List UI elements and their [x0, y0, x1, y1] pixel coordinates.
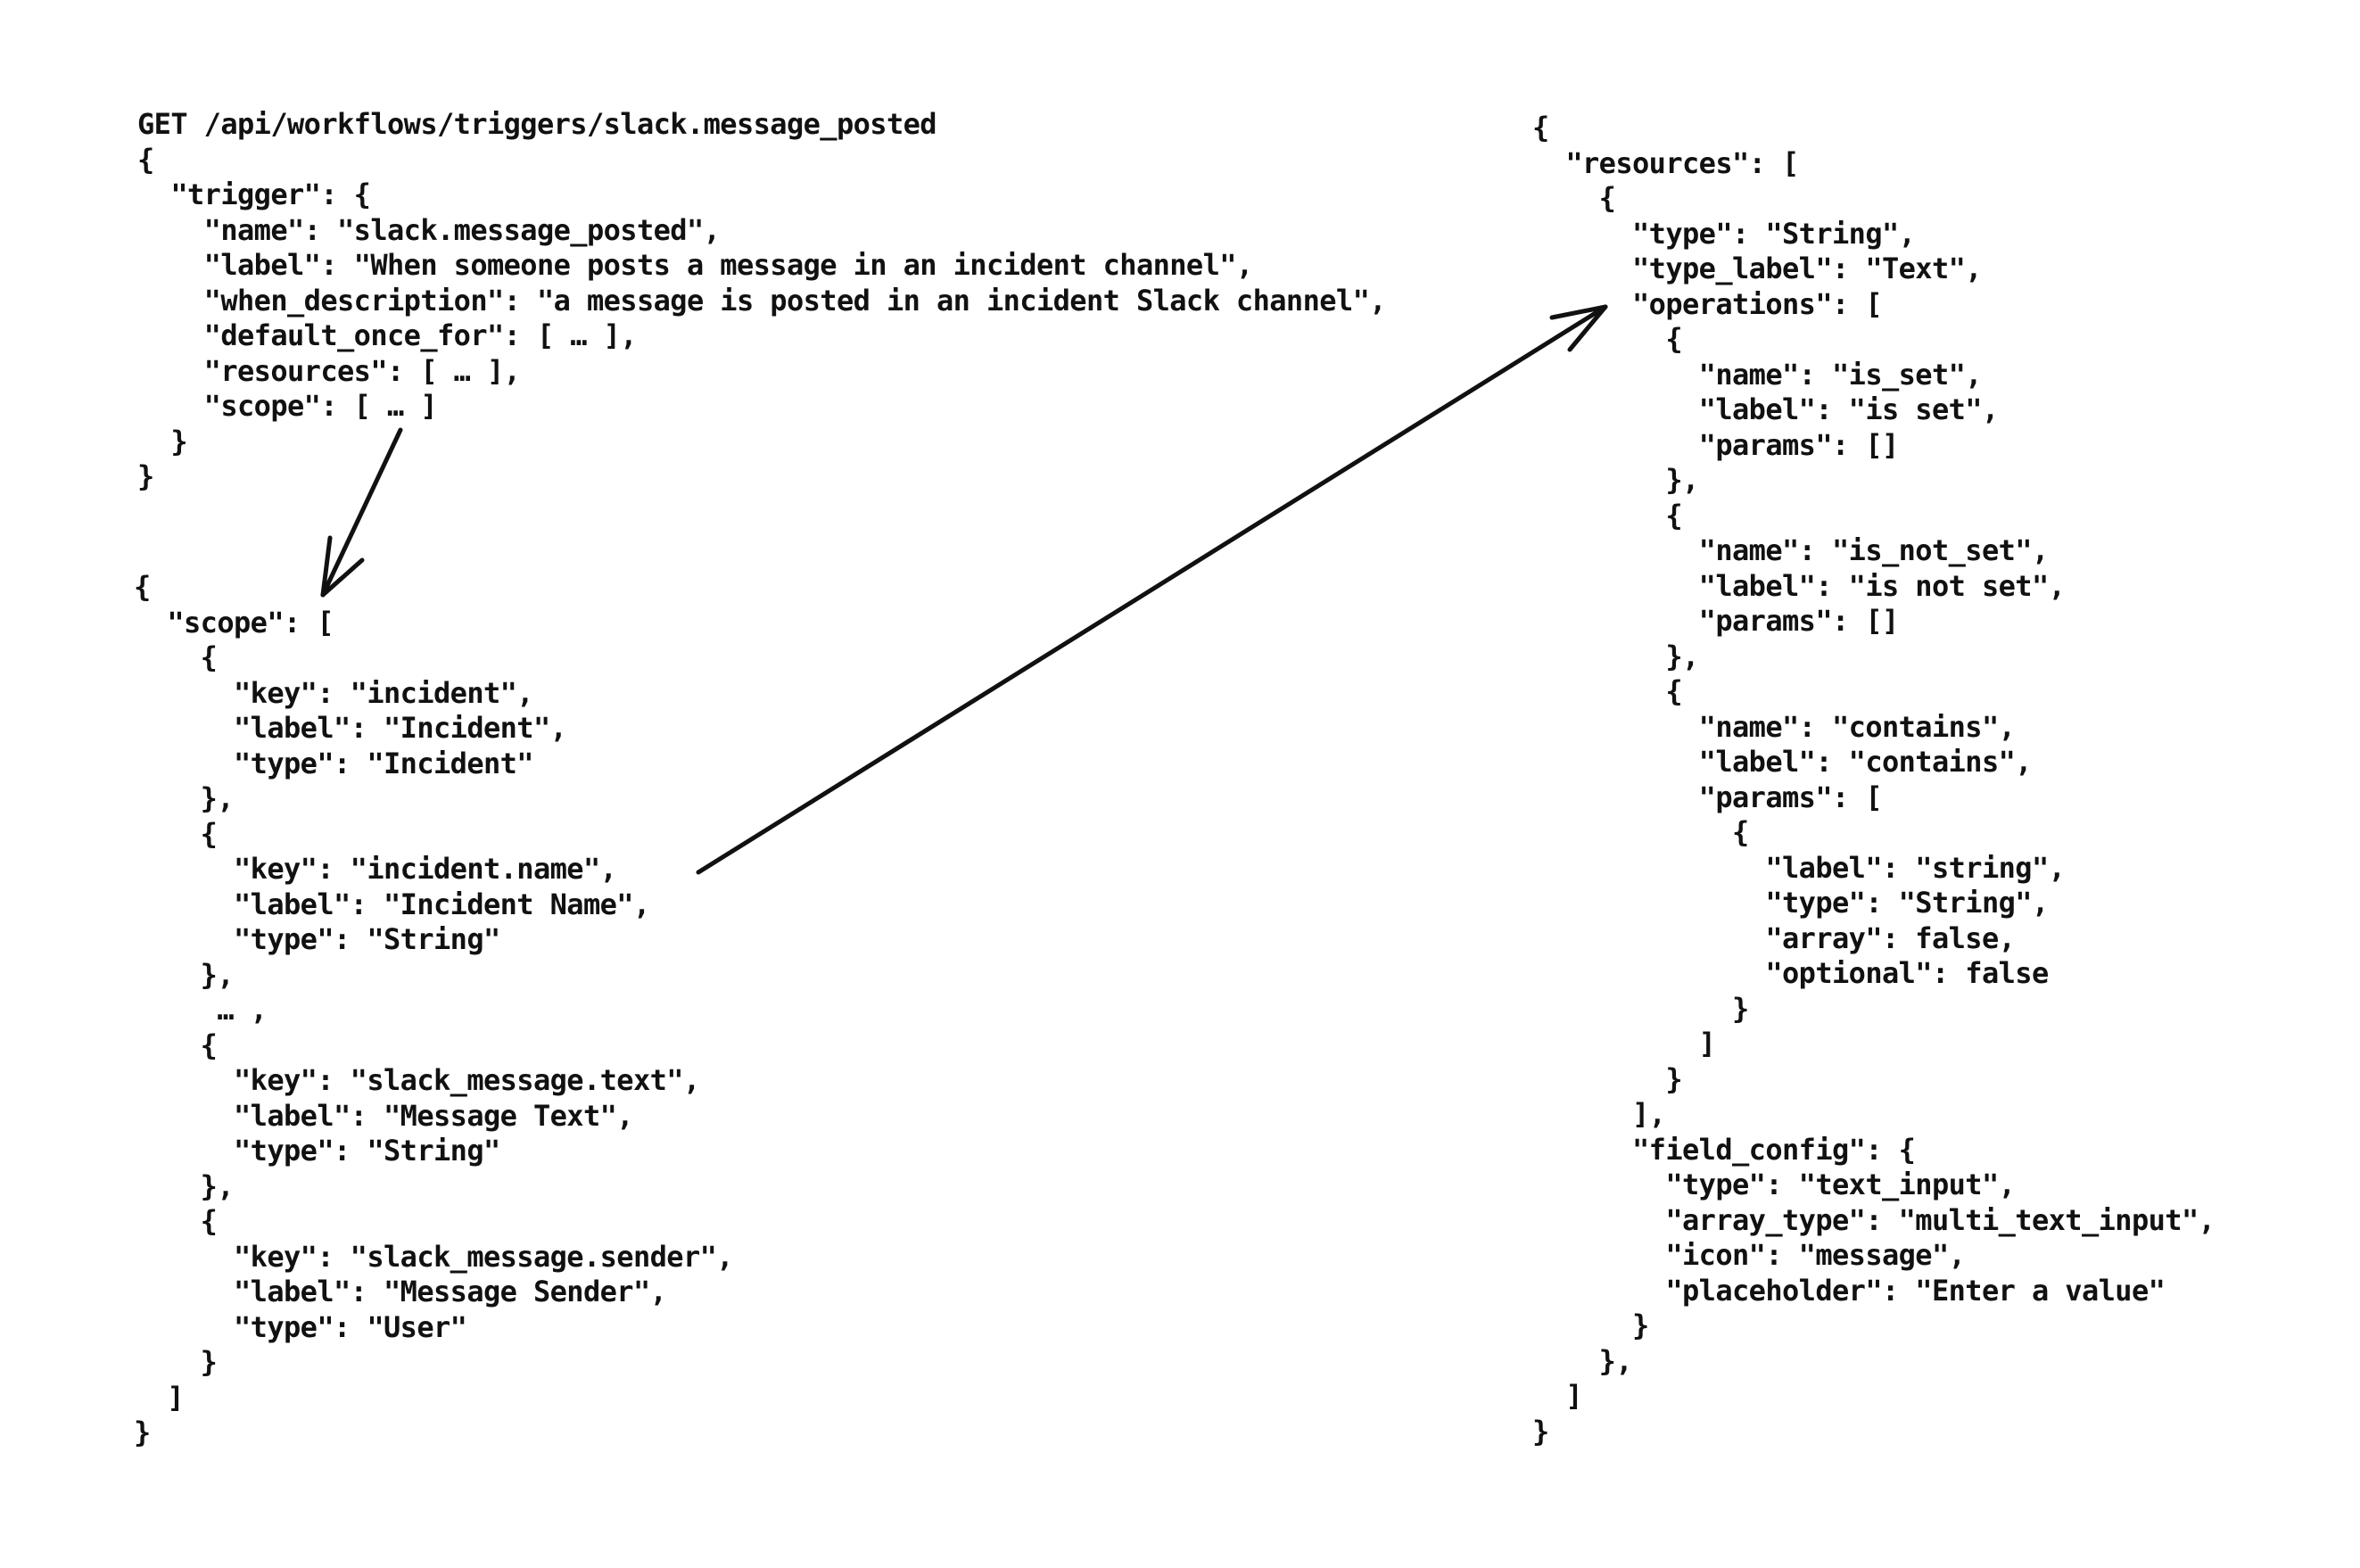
request-code-line: } [137, 459, 154, 493]
request-code-line: "scope": [ … ] [137, 389, 438, 423]
resources-code-line: "optional": false [1532, 956, 2049, 990]
scope-code-line: "key": "incident", [134, 675, 534, 710]
resources-code-line: "type": "String", [1532, 886, 2049, 920]
scope-code-line: }, [134, 957, 235, 992]
request-code-line: "name": "slack.message_posted", [137, 212, 721, 247]
resources-code-line: "params": [] [1532, 604, 1900, 638]
resources-code-line: ] [1532, 1379, 1582, 1413]
resources-code-line: } [1532, 1061, 1682, 1096]
resources-code-line: "type": "text_input", [1532, 1168, 2016, 1201]
scope-code-line: { [134, 816, 218, 851]
resources-code-line: "resources": [ [1532, 145, 1799, 180]
scope-code-line: "label": "Incident", [134, 711, 567, 745]
resources-code-line: "label": "is set", [1532, 392, 2000, 426]
resources-code-line: ] [1532, 1027, 1716, 1060]
resources-code-line: "operations": [ [1532, 286, 1883, 321]
request-code-line: } [137, 424, 187, 458]
scope-code-line: "scope": [ [134, 605, 334, 640]
resources-code-line: } [1532, 991, 1749, 1026]
resources-code-line: "label": "is not set", [1532, 568, 2066, 603]
scope-code-line: "type": "Incident" [134, 746, 534, 780]
scope-code-line: "type": "User" [134, 1309, 467, 1344]
resources-code-line: { [1532, 815, 1749, 849]
scope-code-line: { [134, 1204, 218, 1238]
request-code-line: { [137, 142, 154, 177]
resources-code-line: ], [1532, 1097, 1666, 1131]
resources-code-line: "array_type": "multi_text_input", [1532, 1202, 2216, 1237]
resources-code-line: }, [1532, 639, 1699, 673]
resources-code-block: { "resources": [ { "type": "String", "ty… [1532, 111, 2216, 1449]
scope-code-line: } [134, 1415, 151, 1449]
scope-code-line: "key": "slack_message.sender", [134, 1239, 734, 1274]
scope-code-line: ] [134, 1380, 184, 1415]
scope-code-line: "key": "slack_message.text", [134, 1063, 700, 1097]
resources-code-line: { [1532, 181, 1616, 215]
scope-code-line: "label": "Message Sender", [134, 1275, 667, 1308]
resources-code-line: { [1532, 498, 1682, 532]
request-code-line: "when_description": "a message is posted… [137, 283, 1387, 318]
scope-code-line: "key": "incident.name", [134, 852, 617, 886]
request-code-block: GET /api/workflows/triggers/slack.messag… [137, 107, 1387, 495]
resources-code-line: }, [1532, 1343, 1633, 1378]
request-code-line: GET /api/workflows/triggers/slack.messag… [137, 107, 937, 141]
request-code-line: "trigger": { [137, 177, 371, 211]
resources-code-line: "field_config": { [1532, 1132, 1916, 1167]
resources-code-line: } [1532, 1308, 1649, 1342]
scope-code-line: } [134, 1345, 218, 1379]
scope-code-line: "label": "Message Text", [134, 1098, 634, 1133]
scope-code-line: "label": "Incident Name", [134, 887, 650, 921]
resources-code-line: "params": [ [1532, 780, 1883, 814]
scope-code-line: { [134, 1027, 218, 1062]
resources-code-line: { [1532, 322, 1682, 356]
resources-code-line: "array": false, [1532, 920, 2016, 955]
resources-code-line: }, [1532, 463, 1699, 497]
resources-code-line: "label": "string", [1532, 850, 2066, 885]
resources-code-line: "name": "is_set", [1532, 357, 1983, 392]
scope-code-line: }, [134, 1168, 235, 1203]
request-code-line: "resources": [ … ], [137, 353, 521, 388]
resources-code-line: { [1532, 674, 1682, 708]
request-code-line: "label": "When someone posts a message i… [137, 248, 1254, 282]
resources-code-line: "name": "contains", [1532, 709, 2016, 744]
resources-code-line: "placeholder": "Enter a value" [1532, 1273, 2166, 1308]
resources-code-line: "label": "contains", [1532, 745, 2033, 779]
scope-code-block: { "scope": [ { "key": "incident", "label… [134, 570, 734, 1451]
resources-code-line: "type": "String", [1532, 216, 1916, 251]
scope-code-line: { [134, 570, 151, 604]
resources-code-line: } [1532, 1414, 1549, 1448]
scope-code-line: { [134, 640, 218, 674]
resources-code-line: "params": [] [1532, 427, 1900, 462]
resources-code-line: { [1532, 111, 1549, 144]
resources-code-line: "name": "is_not_set", [1532, 533, 2050, 567]
resources-code-line: "type_label": "Text", [1532, 252, 1983, 285]
scope-code-line: "type": "String" [134, 922, 500, 956]
resources-code-line: "icon": "message", [1532, 1238, 1966, 1272]
scope-code-line: … , [134, 993, 268, 1027]
request-code-line: "default_once_for": [ … ], [137, 318, 638, 352]
scope-code-line: "type": "String" [134, 1134, 500, 1168]
scope-code-line: }, [134, 781, 235, 815]
